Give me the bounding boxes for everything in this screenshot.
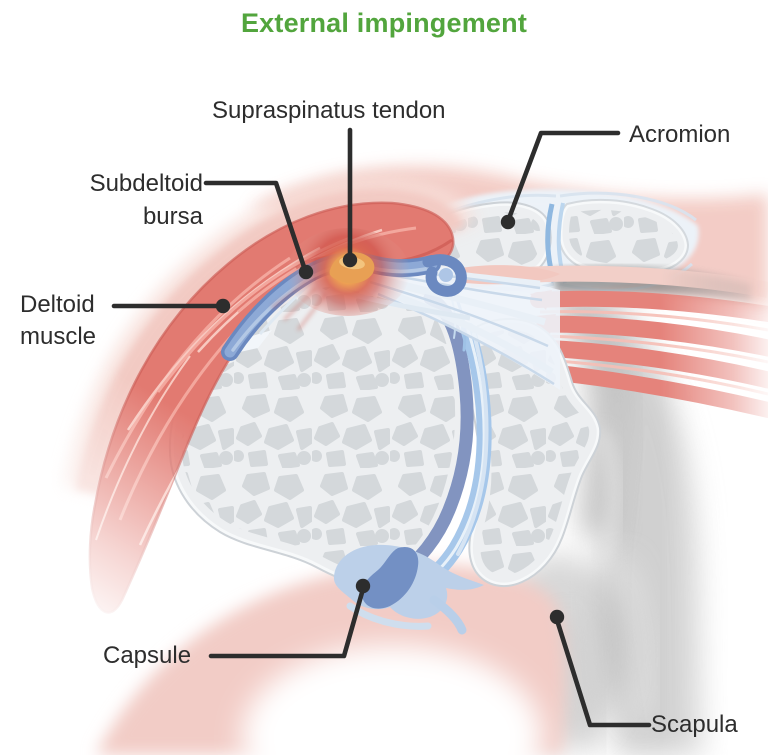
figure-title: External impingement	[240, 8, 528, 38]
capsule-shape	[333, 544, 484, 635]
label-deltoid-muscle-line2: muscle	[20, 323, 97, 350]
leader-dot-subdeltoid	[298, 264, 314, 280]
leader-dot-scapula	[549, 609, 565, 625]
leader-capsule	[208, 586, 366, 659]
leader-scapula	[554, 617, 652, 728]
leader-dot-supraspinatus	[342, 252, 358, 268]
label-subdeltoid-bursa: Subdeltoid bursa	[20, 167, 203, 233]
label-scapula: Scapula	[651, 711, 738, 738]
leader-subdeltoid-bursa	[203, 180, 308, 273]
leader-dot-deltoid	[215, 298, 231, 314]
humeral-shaft-highlight	[242, 645, 542, 755]
label-acromion: Acromion	[629, 121, 731, 148]
deltoid-muscle-shape	[62, 175, 477, 614]
leader-dot-acromion	[500, 214, 516, 230]
leader-dot-capsule	[355, 578, 371, 594]
label-deltoid-muscle-line1: Deltoid	[20, 291, 95, 318]
label-deltoid-muscle: Deltoid muscle	[20, 289, 96, 353]
label-subdeltoid-bursa-line1: Subdeltoid	[89, 170, 203, 197]
label-supraspinatus-tendon: Supraspinatus tendon	[212, 97, 446, 124]
label-capsule: Capsule	[103, 642, 192, 669]
label-subdeltoid-bursa-line2: bursa	[142, 203, 203, 230]
leader-acromion	[505, 130, 621, 224]
